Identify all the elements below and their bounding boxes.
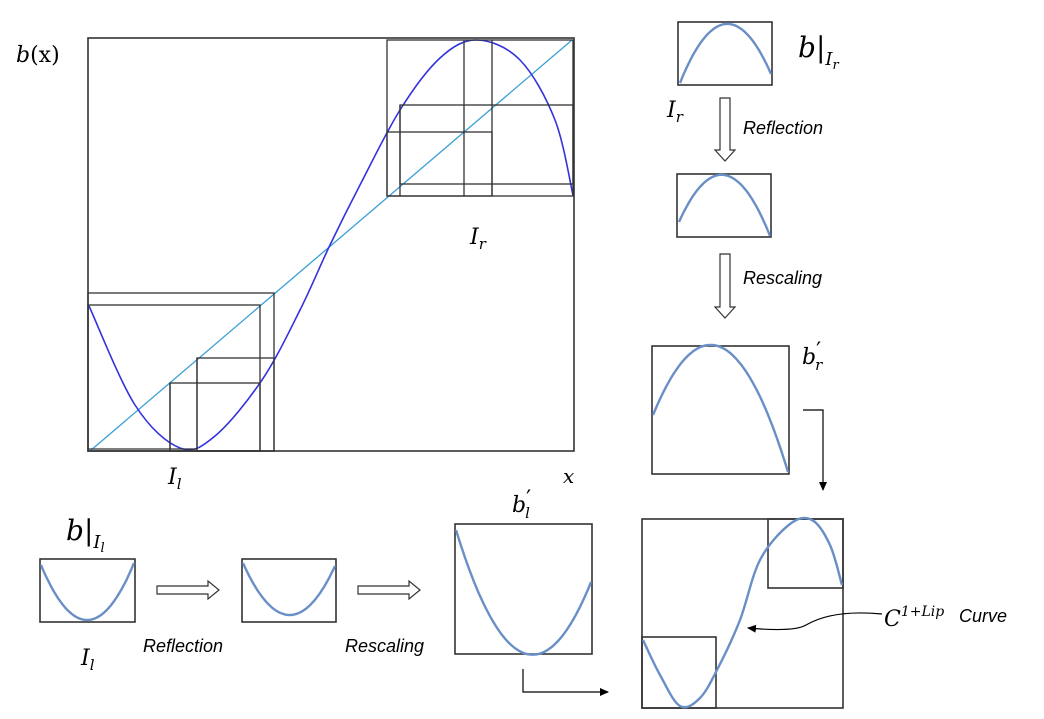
main-curve: [88, 39, 574, 451]
restrict-right-curve: [678, 22, 773, 84]
right-to-final-connector: [803, 409, 827, 491]
restrict-left-box: [39, 558, 136, 623]
restrict-right-box: [677, 21, 773, 86]
br-prime-label: b′r: [802, 339, 823, 374]
c-curve-pointer: [747, 612, 883, 633]
left-boxes: [87, 292, 275, 452]
interval-right-label: Ir: [469, 225, 487, 253]
left-pipeline: b|Il Il Reflection Rescaling b′l: [39, 487, 609, 696]
rescaling-right-label: Rescaling: [743, 268, 822, 288]
final-curve: [641, 516, 844, 709]
rescaling-left-label: Rescaling: [345, 636, 424, 656]
interval-left-small-label: Il: [80, 646, 95, 674]
right-pipeline: b|Ir Ir Reflection Rescaling b′r: [651, 21, 840, 491]
reflected-right-curve: [677, 173, 772, 237]
final-plot: C1+Lip Curve: [641, 516, 1007, 709]
main-plot-frame: [87, 37, 575, 452]
c-curve-label: C1+Lip: [884, 604, 944, 632]
main-xlabel: x: [563, 464, 574, 488]
bl-prime-curve: [454, 529, 593, 656]
down-arrow-rescaling: [713, 253, 737, 319]
reflected-left-curve: [241, 562, 337, 617]
down-arrow-reflection: [713, 97, 737, 162]
restrict-left-curve: [39, 562, 136, 622]
right-arrow-rescaling: [357, 579, 421, 601]
main-plot: b(x) x Ir Il: [16, 37, 575, 493]
bl-prime-box: [454, 523, 593, 655]
interval-left-label: Il: [167, 465, 182, 493]
br-prime-curve: [651, 343, 790, 473]
bl-prime-label: b′l: [512, 487, 531, 522]
reflected-left-box: [241, 558, 337, 623]
left-to-final-connector: [522, 669, 609, 696]
c-curve-text: Curve: [959, 606, 1007, 626]
main-ylabel: b(x): [16, 43, 60, 68]
final-left-subbox: [641, 636, 717, 709]
reflection-left-label: Reflection: [143, 636, 223, 656]
final-right-subbox: [767, 518, 844, 589]
interval-right-small-label: Ir: [666, 98, 684, 126]
diagonal-line: [89, 39, 573, 452]
right-arrow-reflection: [156, 579, 220, 601]
reflection-right-label: Reflection: [743, 118, 823, 138]
right-boxes: [386, 39, 574, 197]
restrict-left-label: b|Il: [66, 514, 105, 556]
br-prime-box: [651, 345, 790, 475]
restrict-right-label: b|Ir: [798, 31, 840, 73]
